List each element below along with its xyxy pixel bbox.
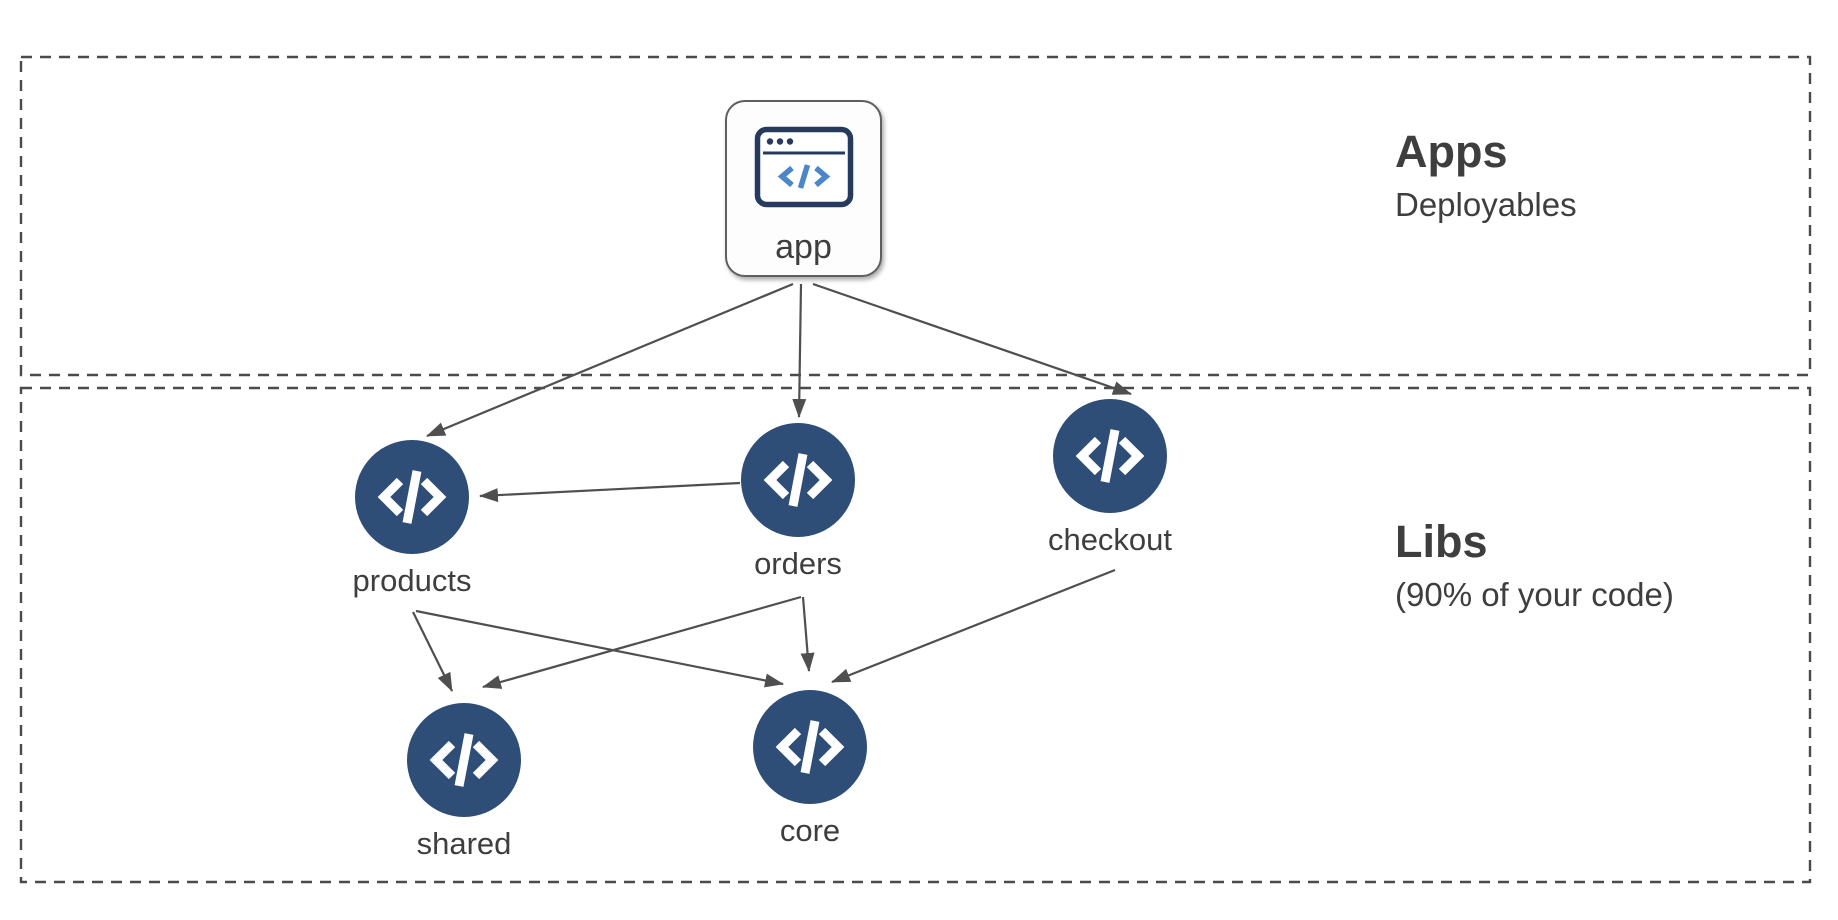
node-label: checkout [1047, 522, 1173, 557]
edge-products-to-shared [412, 611, 453, 692]
edge-orders-to-shared [482, 595, 802, 689]
lib-circle [753, 690, 867, 804]
apps-section-caption: Apps Deployables [1395, 126, 1577, 224]
node-products: products [322, 440, 502, 599]
libs-section-subtitle: (90% of your code) [1395, 575, 1674, 613]
node-label: shared [416, 826, 512, 861]
node-label: app [775, 228, 832, 266]
apps-section-subtitle: Deployables [1395, 185, 1577, 223]
node-shared: shared [374, 703, 554, 862]
node-orders: orders [708, 423, 888, 582]
edge-app-to-orders [792, 283, 807, 418]
node-checkout: checkout [1020, 399, 1200, 558]
apps-section-title: Apps [1395, 126, 1508, 177]
code-brackets-icon [429, 733, 499, 787]
edge-orders-to-products [479, 481, 741, 503]
edge-orders-to-core [800, 596, 815, 672]
lib-circle [1053, 399, 1167, 513]
node-label: core [779, 813, 841, 848]
lib-circle [355, 440, 469, 554]
code-brackets-icon [775, 720, 845, 774]
browser-window-code-icon [754, 126, 853, 208]
node-label: orders [754, 546, 842, 581]
code-brackets-icon [1075, 429, 1145, 483]
libs-section-title: Libs [1395, 516, 1488, 567]
lib-circle [407, 703, 521, 817]
edge-app-to-checkout [812, 282, 1132, 396]
node-app: app [725, 100, 882, 277]
lib-circle [741, 423, 855, 537]
libs-section-border [19, 386, 1812, 884]
edge-app-to-products [426, 282, 794, 438]
libs-section-caption: Libs (90% of your code) [1395, 516, 1674, 614]
edge-products-to-core [415, 609, 784, 688]
node-label: products [352, 563, 472, 598]
code-brackets-icon [763, 453, 833, 507]
node-core: core [720, 690, 900, 849]
code-brackets-icon [377, 470, 447, 524]
edge-checkout-to-core [831, 568, 1116, 684]
